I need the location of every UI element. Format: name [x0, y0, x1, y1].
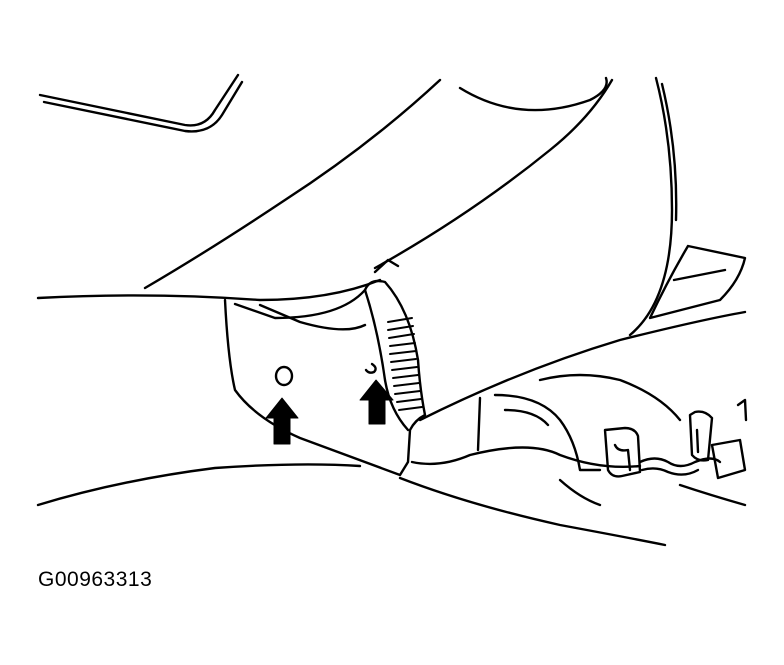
fastener-hole-left [274, 365, 294, 387]
console-top-edge [410, 446, 642, 469]
dash-upper-left-edge [38, 73, 240, 127]
up-arrow-icon [359, 379, 394, 425]
wire-harness-2 [640, 467, 700, 476]
glovebox-vent-inner [672, 268, 727, 282]
trim-panel-inner-fold [258, 303, 367, 331]
bracket-left-slot [613, 443, 632, 472]
dash-right-upper-curve [458, 76, 608, 112]
bracket-right [688, 410, 714, 462]
wire-harness [638, 457, 722, 468]
console-channel [493, 393, 602, 472]
dash-right-body-curve [373, 78, 614, 270]
console-lower-line [398, 476, 667, 547]
side-panel-edge [628, 76, 674, 337]
console-rear-line [558, 478, 602, 507]
console-side-line [476, 396, 482, 452]
up-arrow-icon [265, 397, 299, 445]
dash-upper-surface-edge [42, 80, 244, 133]
bracket-right-slot [695, 428, 700, 454]
lower-dash-line [418, 310, 747, 422]
console-mid-line [538, 373, 682, 422]
dash-lower-seam [36, 278, 382, 302]
figure-id: G00963313 [38, 568, 153, 591]
far-right-piece [736, 398, 748, 422]
trim-panel-top-tab [373, 258, 400, 274]
panel-ribs [387, 317, 423, 411]
trim-panel-side [363, 288, 410, 432]
connector-block [710, 438, 747, 480]
floor-left-line [36, 463, 362, 507]
fastener-hole-right [364, 362, 377, 374]
far-right-base [678, 483, 747, 507]
dash-main-curve [143, 78, 442, 290]
side-panel-inner [660, 82, 678, 222]
console-channel-inner [503, 408, 550, 427]
bracket-left [603, 426, 642, 478]
glovebox-vent [648, 244, 747, 320]
